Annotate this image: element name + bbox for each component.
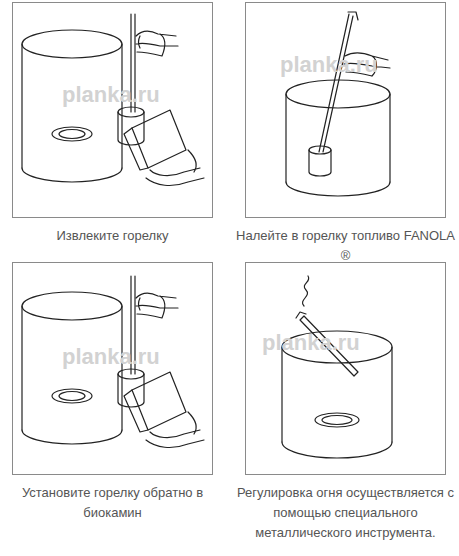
- instruction-panel: Налейте в горелку топливо FANOLA ®: [245, 2, 446, 266]
- instruction-panel: Извлеките горелку: [12, 2, 213, 246]
- panel-frame: [12, 2, 213, 218]
- watermark: planka.ru: [62, 82, 160, 108]
- instruction-panel: Регулировка огня осуществляется с помощь…: [245, 262, 446, 543]
- panel-frame: [245, 2, 446, 218]
- instruction-panel: Установите горелку обратно в биокамин: [12, 262, 213, 523]
- step-caption: Регулировка огня осуществляется с помощь…: [235, 483, 456, 543]
- watermark: planka.ru: [262, 330, 360, 356]
- panel-frame: [245, 262, 446, 475]
- step-caption: Налейте в горелку топливо FANOLA ®: [235, 226, 456, 266]
- watermark: planka.ru: [280, 52, 378, 78]
- step-caption: Установите горелку обратно в биокамин: [2, 483, 223, 523]
- watermark: planka.ru: [62, 344, 160, 370]
- step-caption: Извлеките горелку: [2, 226, 223, 246]
